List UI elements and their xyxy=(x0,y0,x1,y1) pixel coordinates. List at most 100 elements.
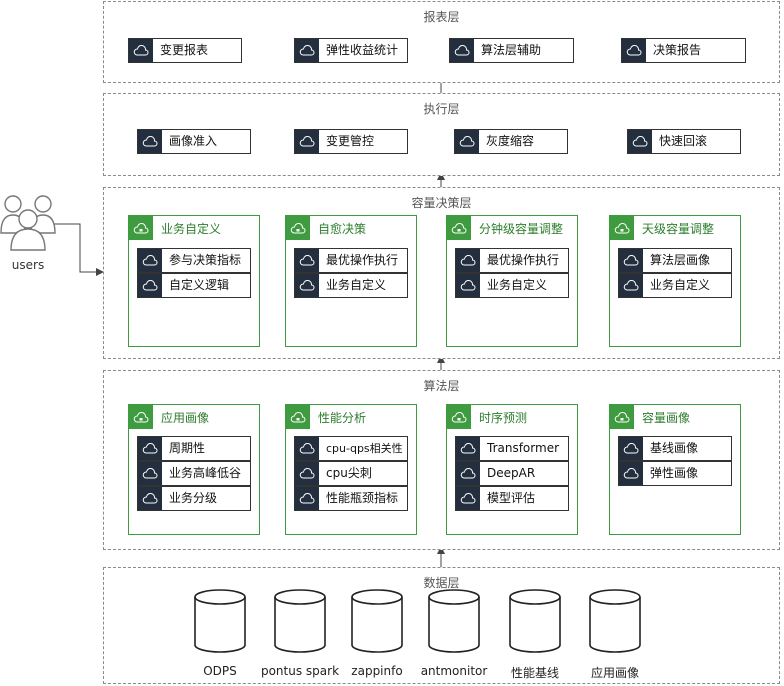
report-layer-title: 报表层 xyxy=(423,10,460,24)
cloud-icon xyxy=(295,249,319,272)
lock-cloud-icon xyxy=(286,216,310,240)
cloud-icon xyxy=(138,274,162,297)
cloud-icon xyxy=(295,437,319,460)
algo-item[interactable]: cpu尖刺 xyxy=(294,461,408,486)
algo-item[interactable]: 业务高峰低谷 xyxy=(137,461,251,486)
cloud-icon xyxy=(456,274,480,297)
algo-group-title: 应用画像 xyxy=(161,411,210,425)
algo-item[interactable]: cpu-qps相关性 xyxy=(294,436,408,461)
users-icon[interactable] xyxy=(0,193,56,251)
exec-item[interactable]: 画像准入 xyxy=(137,129,251,154)
report-item[interactable]: 决策报告 xyxy=(621,38,746,63)
lock-cloud-icon xyxy=(447,216,471,240)
data-source-label: ODPS xyxy=(203,664,237,678)
decision-item[interactable]: 算法层画像 xyxy=(618,248,732,273)
exec-item-label: 灰度缩容 xyxy=(486,134,535,148)
users-arrow xyxy=(52,223,104,276)
report-item-label: 弹性收益统计 xyxy=(326,43,399,57)
decision-item[interactable]: 业务自定义 xyxy=(618,273,732,298)
decision-item-label: 最优操作执行 xyxy=(487,253,560,267)
algo-layer-title: 算法层 xyxy=(423,379,460,393)
report-item-label: 算法层辅助 xyxy=(481,43,542,57)
algo-item-label: 周期性 xyxy=(169,441,206,455)
algo-group-title: 性能分析 xyxy=(318,411,367,425)
cloud-icon xyxy=(295,130,319,153)
decision-item-label: 业务自定义 xyxy=(326,278,387,292)
exec-item[interactable]: 快速回滚 xyxy=(627,129,741,154)
cloud-icon xyxy=(456,462,480,485)
algo-item-label: Transformer xyxy=(487,441,560,455)
cloud-icon xyxy=(628,130,652,153)
algo-group-title: 时序预测 xyxy=(479,411,528,425)
cloud-icon xyxy=(622,39,646,62)
decision-group-title: 业务自定义 xyxy=(161,222,222,236)
algo-item[interactable]: 性能瓶颈指标 xyxy=(294,486,408,511)
cloud-icon xyxy=(138,462,162,485)
report-item-label: 变更报表 xyxy=(160,43,209,57)
decision-item-label: 参与决策指标 xyxy=(169,253,242,267)
cloud-icon xyxy=(456,249,480,272)
data-source-label: pontus spark xyxy=(260,664,340,678)
lock-cloud-icon xyxy=(610,216,634,240)
algo-item[interactable]: 模型评估 xyxy=(455,486,569,511)
algo-item-label: 基线画像 xyxy=(650,441,699,455)
algo-item-label: 业务分级 xyxy=(169,491,218,505)
exec-item[interactable]: 灰度缩容 xyxy=(454,129,568,154)
exec-item[interactable]: 变更管控 xyxy=(294,129,408,154)
decision-item[interactable]: 最优操作执行 xyxy=(294,248,408,273)
cloud-icon xyxy=(138,249,162,272)
database-icon[interactable] xyxy=(509,589,561,653)
lock-cloud-icon xyxy=(447,405,471,429)
database-icon[interactable] xyxy=(351,589,403,653)
report-item[interactable]: 算法层辅助 xyxy=(449,38,574,63)
decision-group-title: 分钟级容量调整 xyxy=(479,222,564,236)
cloud-icon xyxy=(138,437,162,460)
database-icon[interactable] xyxy=(428,589,480,653)
cloud-icon xyxy=(619,437,643,460)
algo-item[interactable]: 弹性画像 xyxy=(618,461,732,486)
cloud-icon xyxy=(295,274,319,297)
algo-item-label: cpu-qps相关性 xyxy=(326,442,403,455)
algo-item[interactable]: 周期性 xyxy=(137,436,251,461)
database-icon[interactable] xyxy=(274,589,326,653)
algo-item-label: 模型评估 xyxy=(487,491,536,505)
lock-cloud-icon xyxy=(129,216,153,240)
decision-item-label: 算法层画像 xyxy=(650,253,711,267)
data-layer-title: 数据层 xyxy=(423,576,460,590)
algo-item[interactable]: 基线画像 xyxy=(618,436,732,461)
cloud-icon xyxy=(619,274,643,297)
report-item[interactable]: 变更报表 xyxy=(128,38,242,63)
cloud-icon xyxy=(295,39,319,62)
cloud-icon xyxy=(456,437,480,460)
algo-item[interactable]: 业务分级 xyxy=(137,486,251,511)
lock-cloud-icon xyxy=(129,405,153,429)
cloud-icon xyxy=(138,487,162,510)
cloud-icon xyxy=(450,39,474,62)
algo-item-label: 弹性画像 xyxy=(650,466,699,480)
decision-item[interactable]: 业务自定义 xyxy=(455,273,569,298)
database-icon[interactable] xyxy=(589,589,641,653)
exec-item-label: 变更管控 xyxy=(326,134,375,148)
algo-item-label: 业务高峰低谷 xyxy=(169,466,242,480)
algo-item-label: 性能瓶颈指标 xyxy=(326,491,399,505)
lock-cloud-icon xyxy=(610,405,634,429)
data-source-label: 性能基线 xyxy=(510,666,559,680)
algo-item[interactable]: Transformer xyxy=(455,436,569,461)
decision-group-title: 天级容量调整 xyxy=(642,222,715,236)
cloud-icon xyxy=(619,462,643,485)
decision-item[interactable]: 最优操作执行 xyxy=(455,248,569,273)
decision-group-title: 自愈决策 xyxy=(318,222,367,236)
decision-item-label: 自定义逻辑 xyxy=(169,278,230,292)
lock-cloud-icon xyxy=(286,405,310,429)
decision-item[interactable]: 自定义逻辑 xyxy=(137,273,251,298)
decision-item-label: 业务自定义 xyxy=(650,278,711,292)
data-source-label: zappinfo xyxy=(351,664,403,678)
algo-item[interactable]: DeepAR xyxy=(455,461,569,486)
decision-item[interactable]: 参与决策指标 xyxy=(137,248,251,273)
cloud-icon xyxy=(129,39,153,62)
exec-item-label: 快速回滚 xyxy=(659,134,708,148)
report-item[interactable]: 弹性收益统计 xyxy=(294,38,408,63)
cloud-icon xyxy=(295,487,319,510)
decision-item[interactable]: 业务自定义 xyxy=(294,273,408,298)
database-icon[interactable] xyxy=(194,589,246,653)
